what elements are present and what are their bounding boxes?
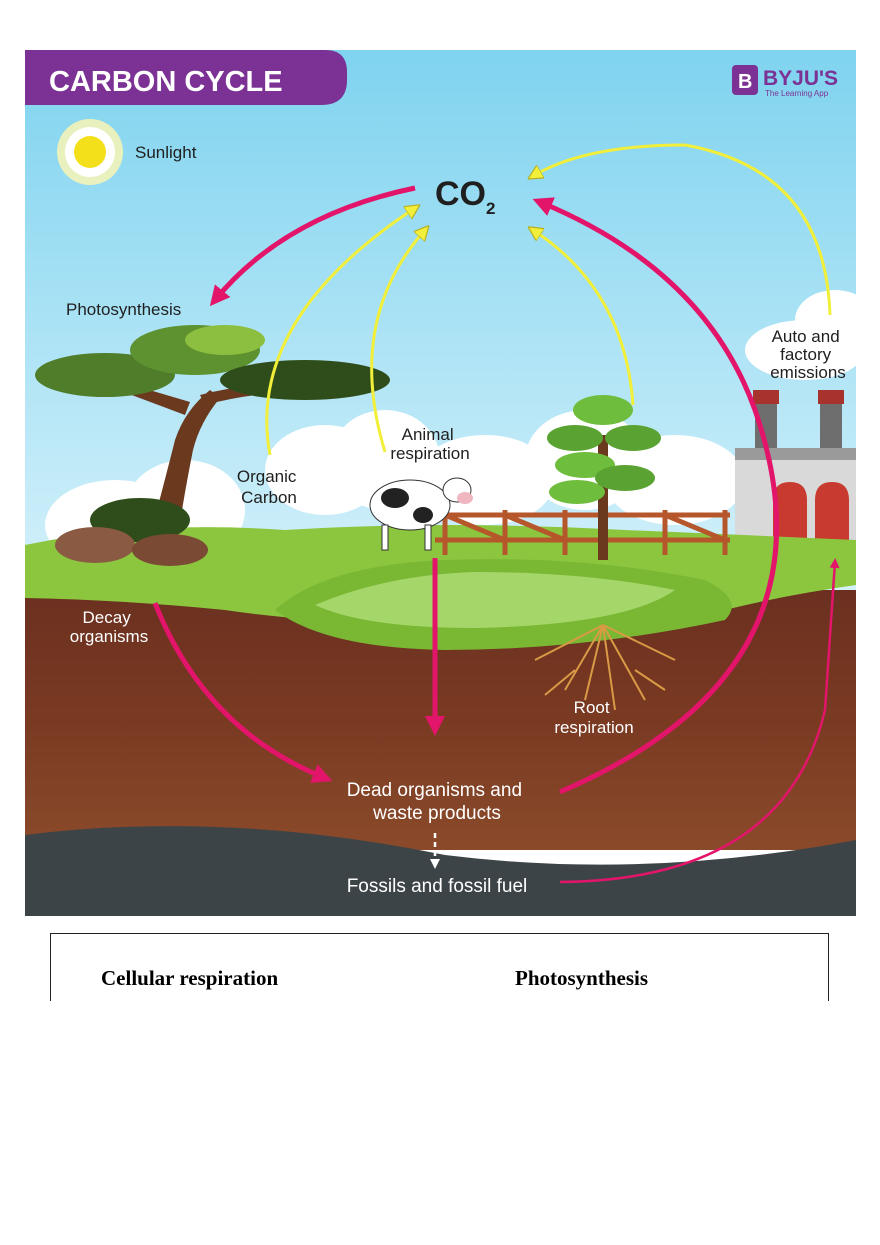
carbon-cycle-diagram: CARBON CYCLE B BYJU'S The Learning App S… [25, 50, 856, 916]
heading-cellular-respiration: Cellular respiration [101, 966, 279, 990]
label-co2: CO2 [435, 175, 495, 218]
cow [369, 477, 473, 551]
label-emissions: Auto and factory emissions [770, 327, 846, 382]
label-root-respiration: Root respiration [554, 698, 633, 737]
brand-name: BYJU'S [763, 67, 838, 90]
tree-right [547, 395, 661, 560]
arrow-dead-to-co2 [532, 197, 780, 795]
heading-photosynthesis: Photosynthesis [515, 966, 649, 990]
magenta-arrows [152, 185, 780, 795]
label-animal-respiration: Animal respiration [390, 425, 469, 463]
comparison-table: Cellular respiration Photosynthesis [50, 933, 829, 1001]
yellow-arrows [265, 143, 832, 456]
diagram-title: CARBON CYCLE [49, 66, 283, 98]
fence [435, 510, 730, 555]
arrow-co2-to-photosynthesis [209, 185, 416, 307]
arrow-decay-to-dead [152, 602, 333, 783]
arrow-animal-respiration [370, 230, 425, 453]
brand-logo: B BYJU'S The Learning App [732, 65, 838, 98]
arrow-emissions-to-co2 [533, 143, 832, 316]
arrow-organic-carbon [265, 208, 415, 456]
label-decay-organisms: Decay organisms [70, 608, 148, 646]
label-fossils: Fossils and fossil fuel [347, 876, 528, 897]
brand-tagline: The Learning App [765, 89, 829, 98]
acacia-tree [35, 325, 390, 566]
sun-icon [57, 119, 123, 185]
roots [534, 624, 676, 711]
title-banner [25, 50, 347, 105]
label-organic-carbon: Organic Carbon [237, 467, 301, 507]
arrow-fossils-to-emissions [559, 558, 840, 884]
factory [735, 390, 856, 550]
label-sunlight: Sunlight [135, 143, 197, 162]
fossil-layer [25, 826, 856, 916]
arrow-tree-to-co2 [533, 230, 635, 406]
svg-text:B: B [738, 71, 752, 93]
label-dead-organisms: Dead organisms and waste products [347, 780, 528, 824]
label-photosynthesis: Photosynthesis [66, 300, 181, 319]
